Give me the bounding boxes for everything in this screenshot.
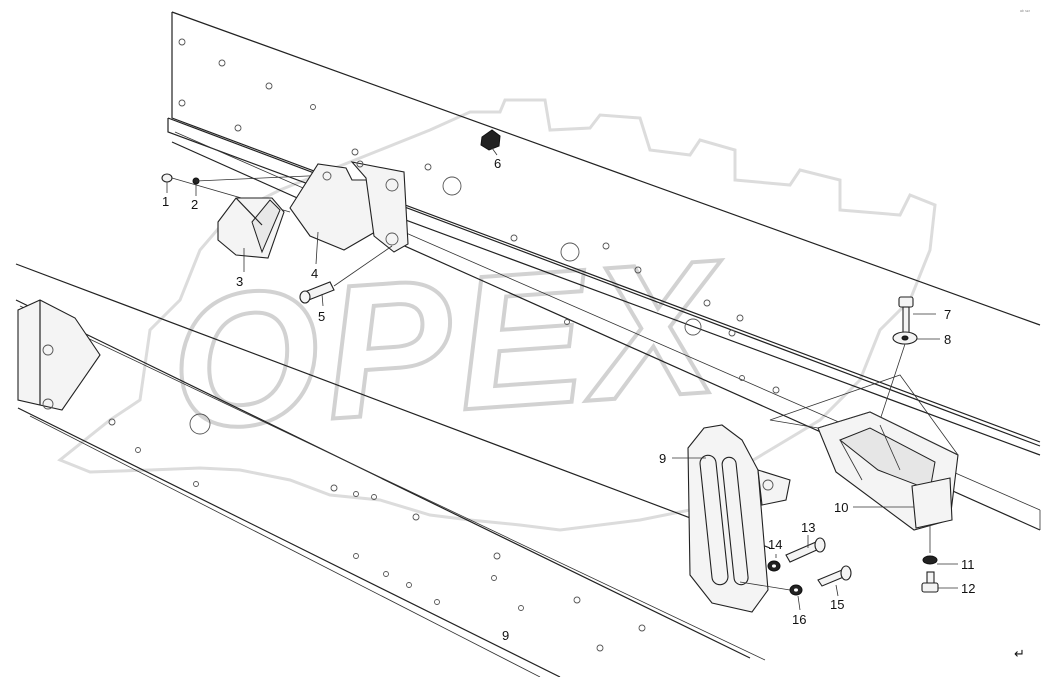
watermark-text: OPEX — [164, 220, 734, 470]
callout-3: 3 — [236, 274, 243, 289]
watermark-gear — [57, 98, 937, 532]
callout-8: 8 — [944, 332, 951, 347]
part-4-mount-bracket — [289, 160, 409, 253]
part-7-bolt — [898, 296, 914, 334]
part-5-bolt — [299, 245, 393, 304]
callout-10: 10 — [834, 500, 848, 515]
callout-6: 6 — [494, 156, 501, 171]
callouts: 1 2 3 4 5 6 7 8 9 10 11 12 13 14 15 16 — [162, 156, 975, 627]
frame-mark: 9 — [502, 628, 509, 643]
part-15-bolt — [817, 565, 852, 587]
part-13-bolt — [785, 537, 826, 563]
left-rail-bracket — [17, 299, 101, 411]
callout-14: 14 — [768, 537, 782, 552]
callout-1: 1 — [162, 194, 169, 209]
callout-7: 7 — [944, 307, 951, 322]
part-3-insulator — [217, 197, 285, 259]
watermark: OPEX — [57, 98, 937, 532]
part-8-washer — [879, 331, 918, 421]
callout-15: 15 — [830, 597, 844, 612]
callout-5: 5 — [318, 309, 325, 324]
part-9-side-plate — [687, 424, 791, 613]
part-14-washer — [767, 560, 781, 572]
callout-4: 4 — [311, 266, 318, 281]
callout-11: 11 — [961, 557, 975, 572]
callout-16: 16 — [792, 612, 806, 627]
part-16-washer — [789, 584, 803, 596]
leader-lines — [166, 147, 958, 611]
callout-2: 2 — [191, 197, 198, 212]
callout-13: 13 — [801, 520, 815, 535]
frame-holes — [108, 38, 780, 652]
lower-frame-rail — [15, 263, 771, 677]
callout-9: 9 — [659, 451, 666, 466]
part-10-rear-mount — [769, 374, 959, 531]
part-12-bolt — [921, 571, 939, 593]
callout-12: 12 — [961, 581, 975, 596]
part-6-nut — [480, 129, 501, 151]
footer-mark: ↵ — [1014, 646, 1025, 661]
part-11-washer — [922, 525, 938, 565]
corner-note: ᵃᵇ ˢᵉʳ — [1020, 9, 1031, 15]
